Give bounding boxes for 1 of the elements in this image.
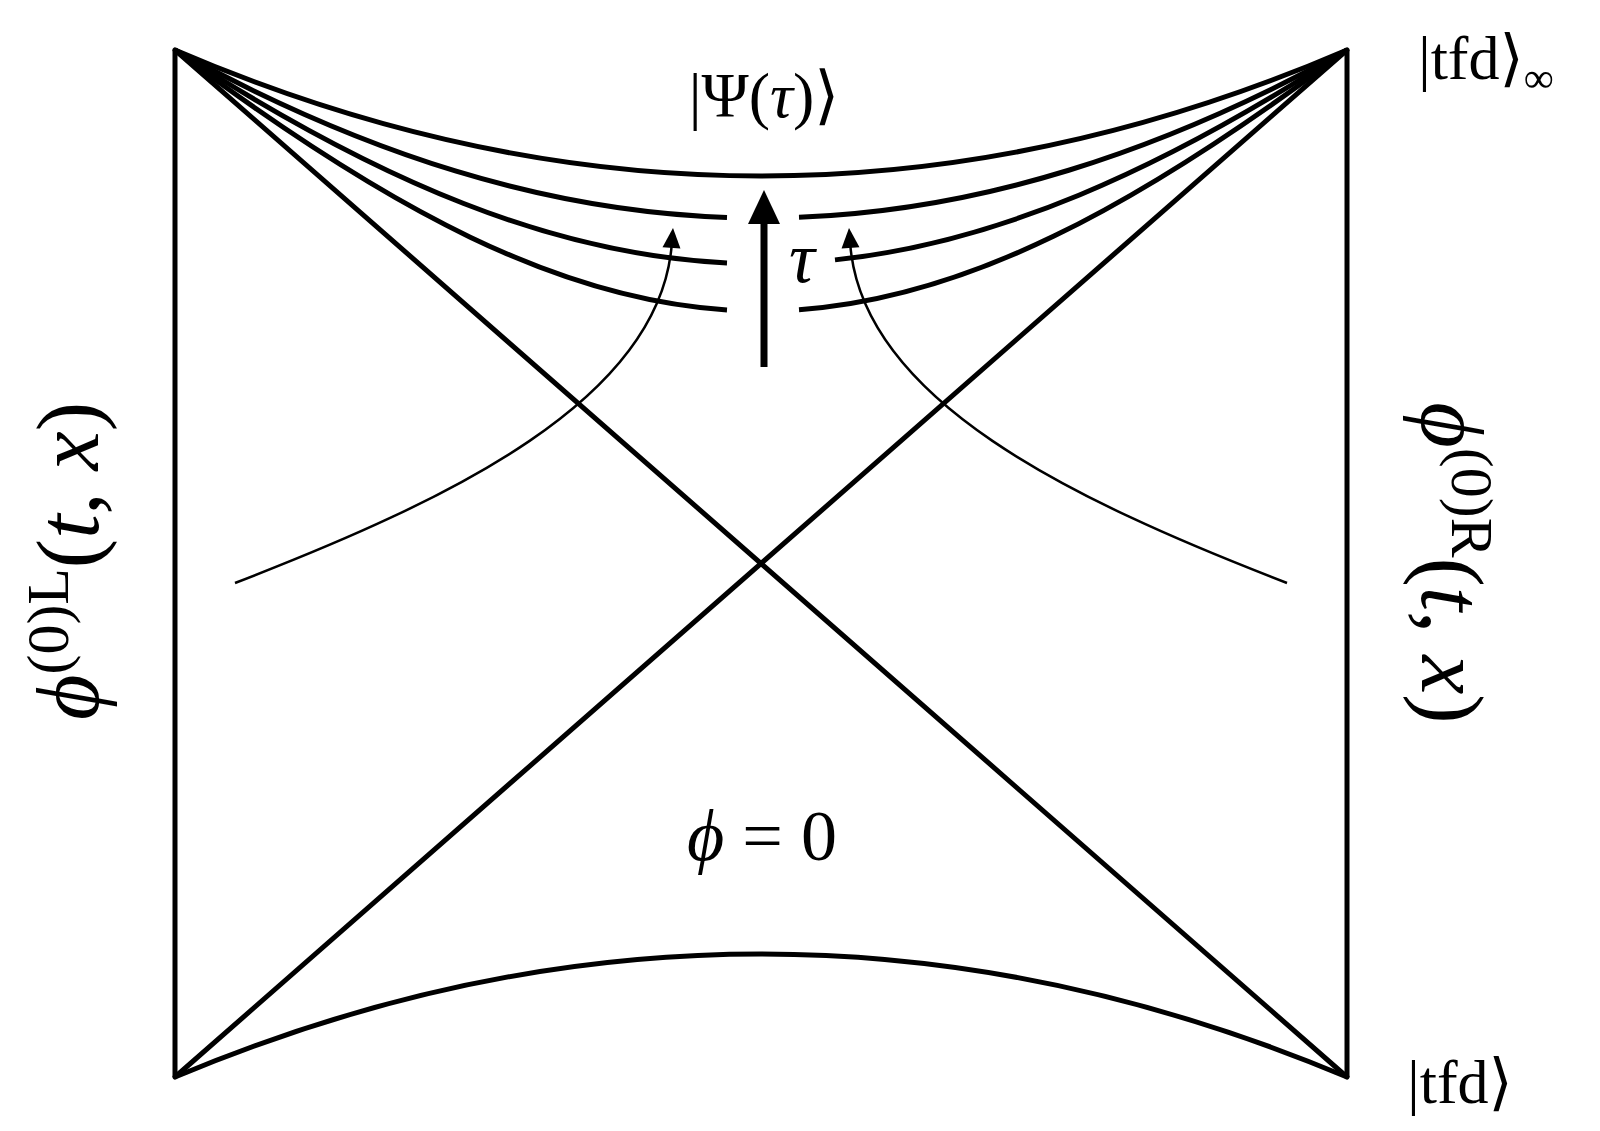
time-label: τ: [789, 222, 815, 294]
